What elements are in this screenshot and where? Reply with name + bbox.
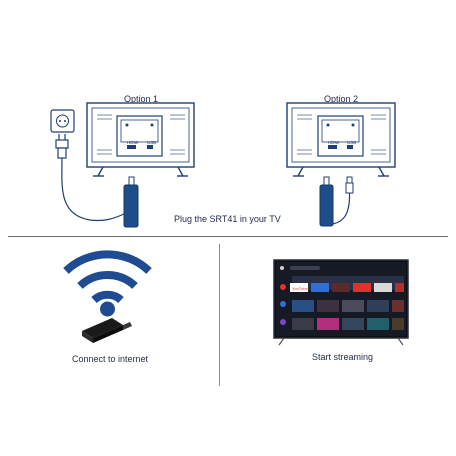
option-2-title: Option 2 bbox=[323, 94, 359, 104]
usb-connector-icon bbox=[345, 176, 354, 194]
usb-cable bbox=[331, 192, 351, 225]
plug-caption: Plug the SRT41 in your TV bbox=[174, 214, 281, 224]
streaming-stick-device bbox=[82, 318, 132, 343]
streaming-caption: Start streaming bbox=[312, 352, 374, 362]
usb-port-label-1: USB bbox=[147, 140, 156, 145]
tv-brand-text: YouTube bbox=[292, 286, 308, 291]
tv-back-2 bbox=[286, 102, 396, 177]
hdmi-port-label-1: HDMI bbox=[127, 140, 139, 145]
tv-back-1 bbox=[86, 102, 195, 177]
wall-socket-icon bbox=[50, 109, 75, 133]
smart-tv: YouTube bbox=[273, 259, 409, 346]
connect-caption: Connect to internet bbox=[72, 354, 149, 364]
usb-port-label-2: USB bbox=[347, 140, 356, 145]
hdmi-port-label-2: HDMI bbox=[328, 140, 340, 145]
streaming-stick-2 bbox=[319, 176, 334, 227]
power-cable bbox=[61, 157, 125, 222]
option-1-illustration: HDMI USB bbox=[50, 102, 195, 228]
power-plug-icon bbox=[55, 134, 69, 159]
vertical-divider bbox=[219, 244, 220, 386]
option-2-illustration: HDMI USB bbox=[286, 102, 396, 227]
wifi-icon bbox=[63, 250, 152, 317]
horizontal-divider bbox=[8, 236, 448, 237]
option-1-title: Option 1 bbox=[123, 94, 159, 104]
streaming-stick-1 bbox=[123, 176, 139, 228]
